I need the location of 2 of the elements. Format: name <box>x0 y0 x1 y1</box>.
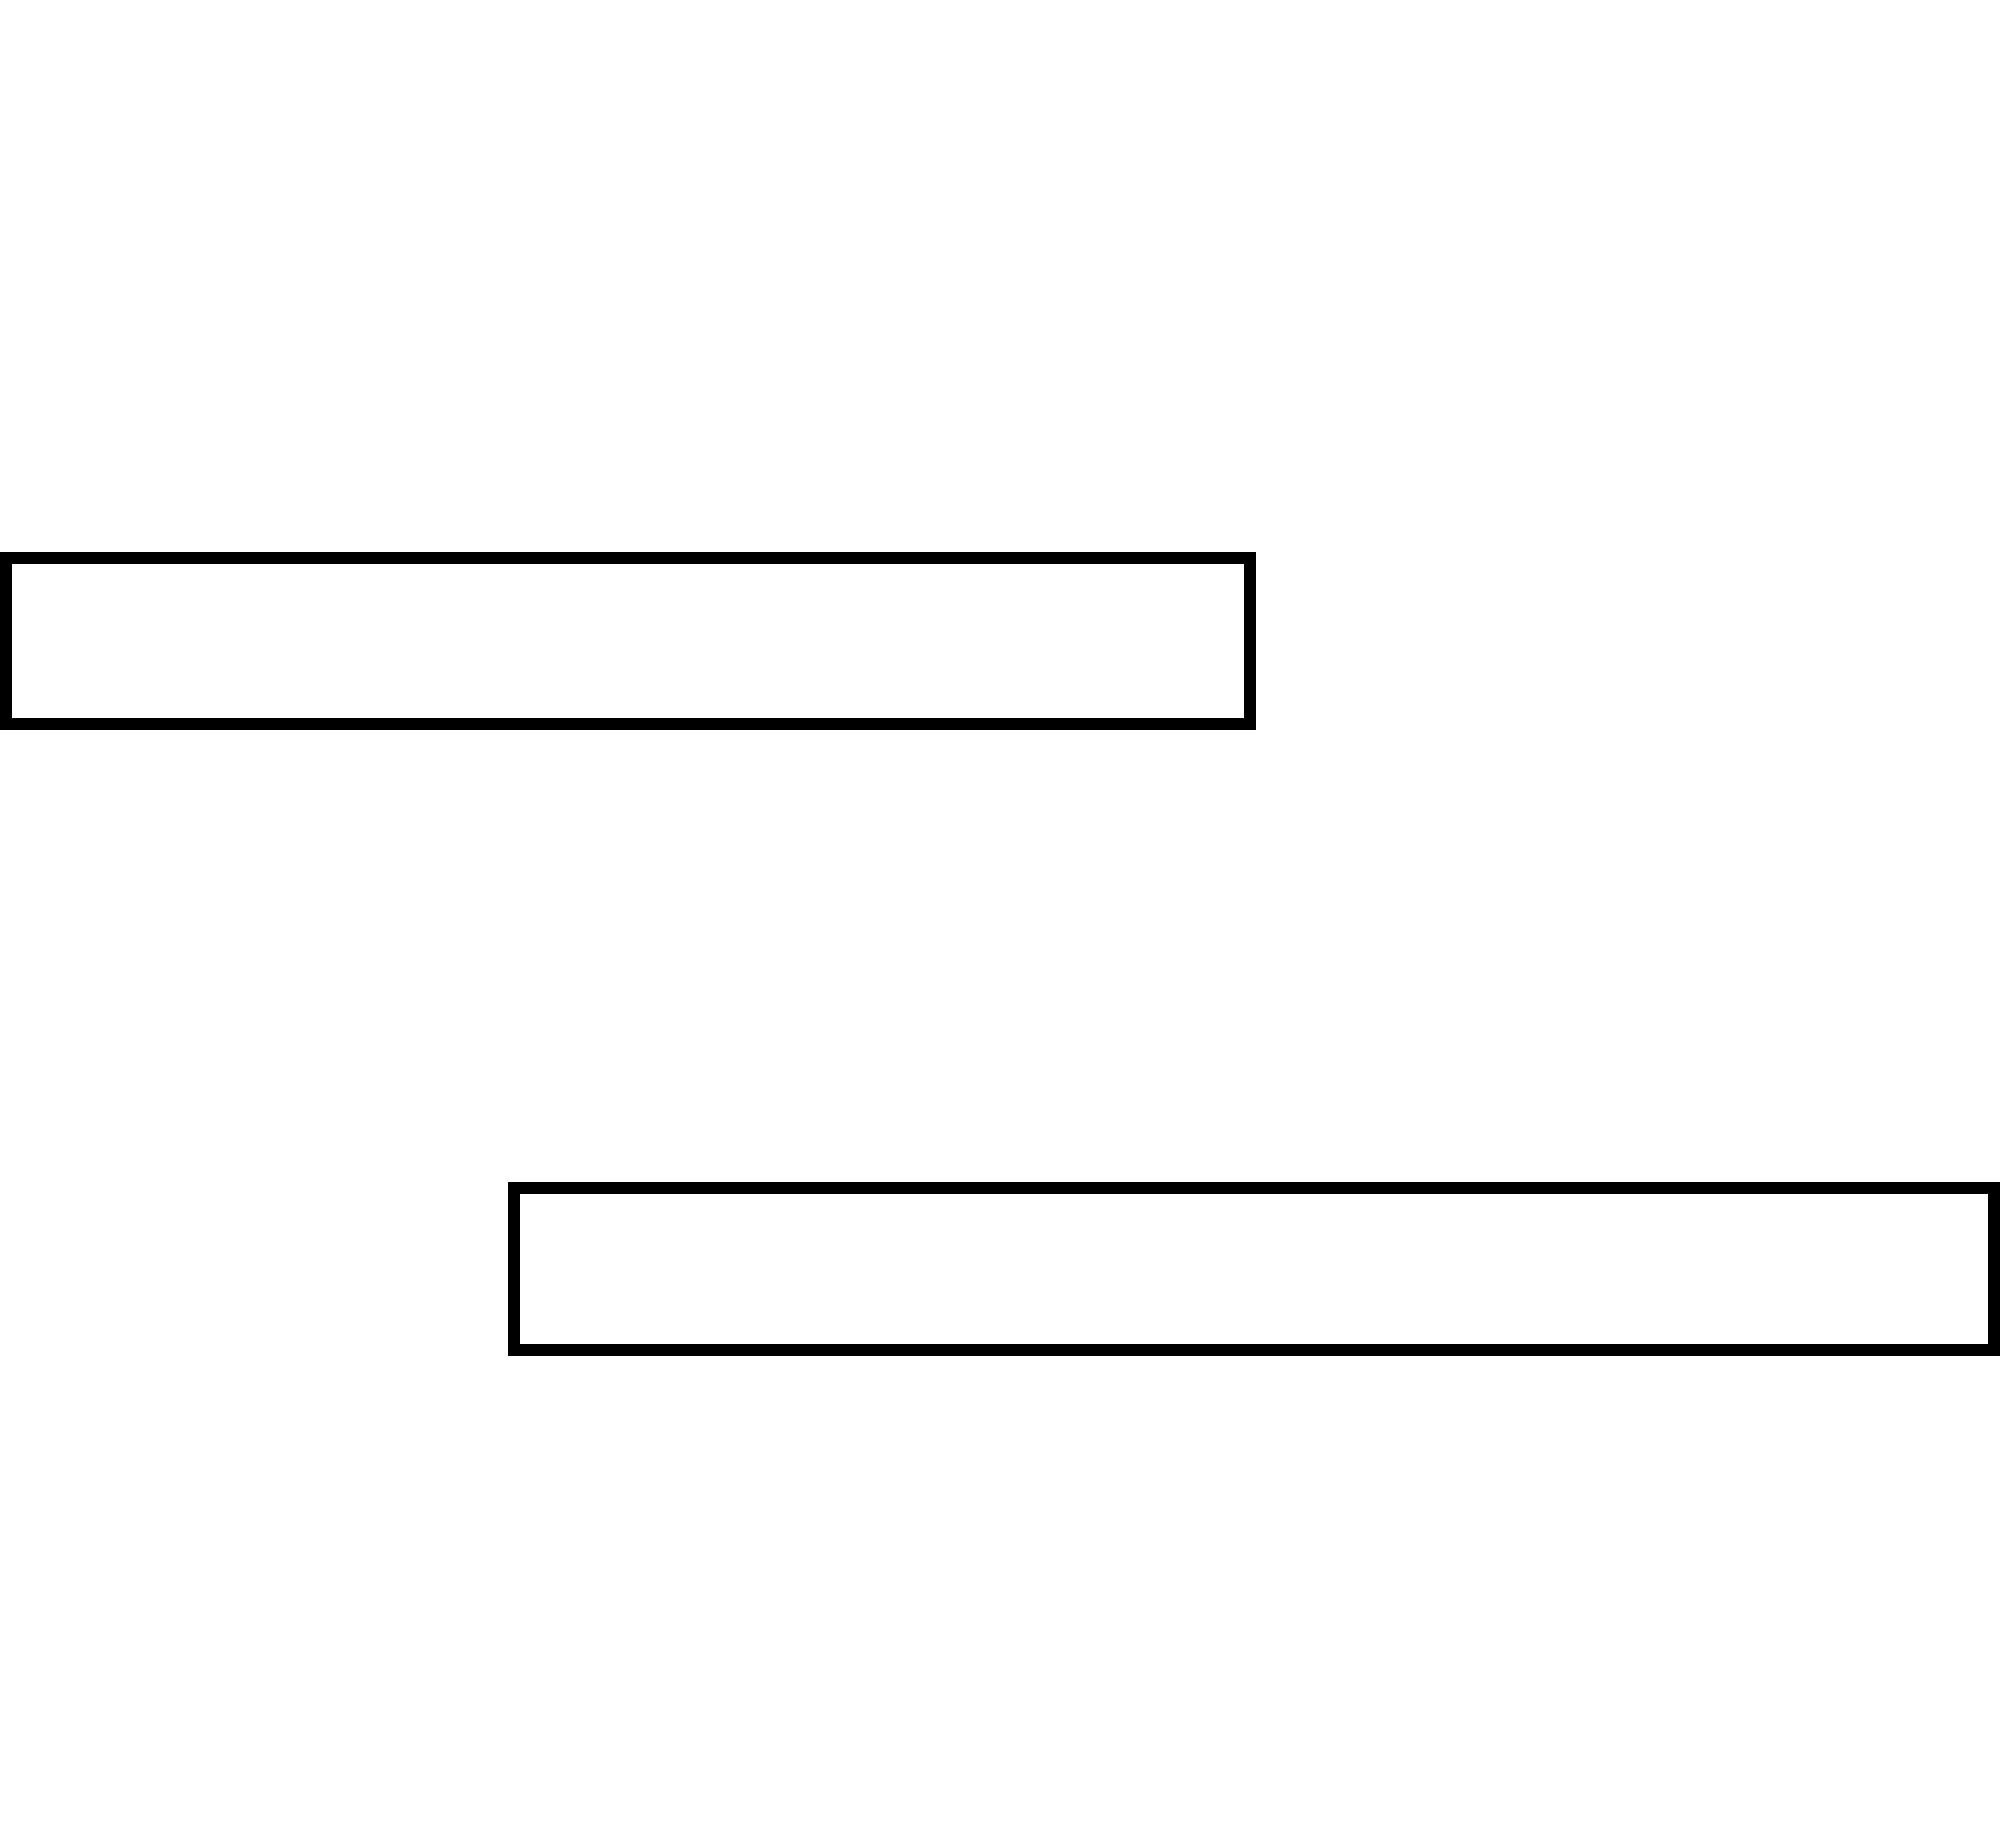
caption-box <box>0 552 1256 730</box>
caption-box <box>508 1182 2000 1356</box>
